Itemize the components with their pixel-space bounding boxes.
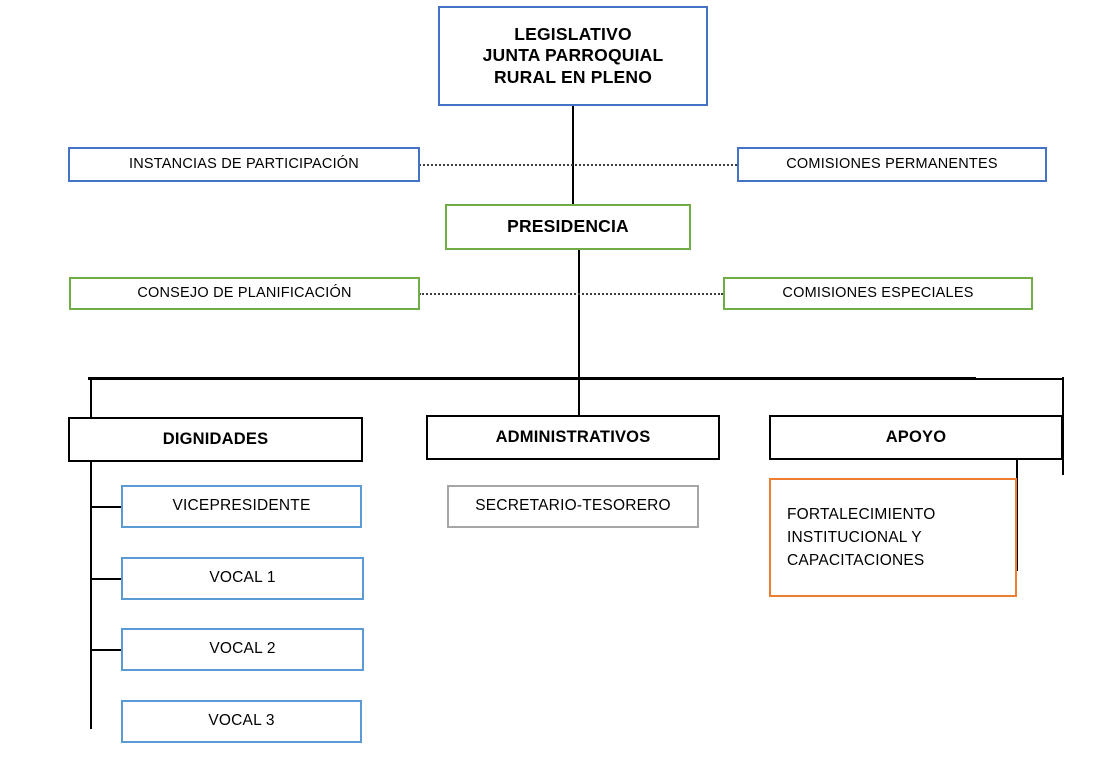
node-presidencia-label: PRESIDENCIA <box>507 216 629 237</box>
connector-distribution-bar <box>88 377 976 380</box>
node-secretario-tesorero[interactable]: SECRETARIO-TESORERO <box>447 485 699 528</box>
node-instancias-de-participacion-label: INSTANCIAS DE PARTICIPACIÓN <box>129 155 359 172</box>
node-apoyo[interactable]: APOYO <box>769 415 1063 460</box>
connector-bar-to-apoyo <box>1062 377 1064 475</box>
connector-apoyo-drop <box>1016 460 1018 571</box>
node-dignidades[interactable]: DIGNIDADES <box>68 417 363 462</box>
node-administrativos-label: ADMINISTRATIVOS <box>495 428 651 447</box>
node-dignidades-label: DIGNIDADES <box>162 430 269 449</box>
connector-trunk-to-vocal-2 <box>90 649 122 651</box>
node-secretario-tesorero-label: SECRETARIO-TESORERO <box>475 497 671 515</box>
node-vocal-3-label: VOCAL 3 <box>208 712 275 730</box>
node-comisiones-permanentes-label: COMISIONES PERMANENTES <box>786 155 998 172</box>
connector-distribution-bar-right <box>972 378 1064 380</box>
node-comisiones-especiales-label: COMISIONES ESPECIALES <box>782 284 974 301</box>
node-vocal-1-label: VOCAL 1 <box>209 569 276 587</box>
node-fortalecimiento-line2: INSTITUCIONAL Y <box>787 528 922 546</box>
node-vocal-2[interactable]: VOCAL 2 <box>121 628 364 671</box>
node-vocal-2-label: VOCAL 2 <box>209 640 276 658</box>
node-legislativo-line3: RURAL EN PLENO <box>493 66 653 87</box>
connector-trunk-to-vicepresidente <box>90 506 122 508</box>
node-presidencia[interactable]: PRESIDENCIA <box>445 204 691 250</box>
node-comisiones-especiales[interactable]: COMISIONES ESPECIALES <box>723 277 1033 310</box>
node-vocal-3[interactable]: VOCAL 3 <box>121 700 362 743</box>
connector-dignidades-trunk <box>90 417 92 729</box>
connector-dotted-consejo-comisiones <box>419 293 723 295</box>
node-consejo-de-planificacion-label: CONSEJO DE PLANIFICACIÓN <box>137 284 352 301</box>
connector-bar-to-administrativos <box>578 377 580 415</box>
node-comisiones-permanentes[interactable]: COMISIONES PERMANENTES <box>737 147 1047 182</box>
node-legislativo[interactable]: LEGISLATIVO JUNTA PARROQUIAL RURAL EN PL… <box>438 6 708 106</box>
node-consejo-de-planificacion[interactable]: CONSEJO DE PLANIFICACIÓN <box>69 277 420 310</box>
node-legislativo-line1: LEGISLATIVO <box>514 23 632 44</box>
node-instancias-de-participacion[interactable]: INSTANCIAS DE PARTICIPACIÓN <box>68 147 420 182</box>
node-vocal-1[interactable]: VOCAL 1 <box>121 557 364 600</box>
node-vicepresidente-label: VICEPRESIDENTE <box>172 497 311 515</box>
node-legislativo-line2: JUNTA PARROQUIAL <box>482 45 664 66</box>
node-fortalecimiento-line1: FORTALECIMIENTO <box>787 505 936 523</box>
node-vicepresidente[interactable]: VICEPRESIDENTE <box>121 485 362 528</box>
connector-presidencia-to-bar <box>578 250 580 378</box>
connector-trunk-to-vocal-1 <box>90 578 122 580</box>
connector-dotted-instancias-comisiones <box>419 164 737 166</box>
node-fortalecimiento-line3: CAPACITACIONES <box>787 552 925 570</box>
connector-legislativo-to-presidencia <box>572 106 574 204</box>
node-fortalecimiento-institucional[interactable]: FORTALECIMIENTO INSTITUCIONAL Y CAPACITA… <box>769 478 1017 597</box>
node-apoyo-label: APOYO <box>885 428 947 447</box>
node-administrativos[interactable]: ADMINISTRATIVOS <box>426 415 720 460</box>
connector-bar-to-dignidades <box>90 377 92 417</box>
